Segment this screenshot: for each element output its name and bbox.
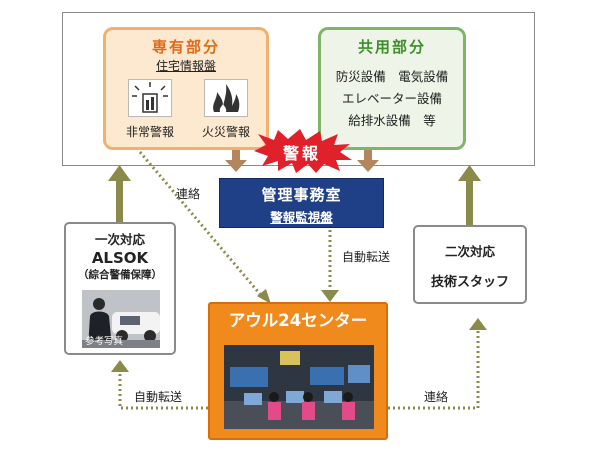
primary-response-box: 一次対応 ALSOK （綜合警備保障） 参考写真 [64,222,176,355]
secondary-response-title: 二次対応 [444,244,495,259]
alarm-label: 警報 [282,144,321,163]
contact-label-bottom: 連絡 [424,390,449,404]
contact-dotted-arrow [138,151,267,301]
common-area-line: 防災設備 電気設備 [335,69,449,84]
secondary-to-site-arrow [458,165,481,226]
alsok-label: ALSOK [91,249,149,267]
monitoring-room-photo [224,345,374,429]
primary-response-title: 一次対応 [94,232,145,247]
fire-alarm-label: 火災警報 [201,125,250,139]
exclusive-area-title: 専有部分 [151,38,220,56]
security-guard-photo: 参考写真 [82,290,160,348]
home-info-panel-label: 住宅情報盤 [155,59,216,73]
common-area-line: エレベーター設備 [341,91,442,106]
auto-transfer-label-mid: 自動転送 [342,250,391,264]
bottom-left-dotted-arrow [118,367,208,410]
management-office-title: 管理事務室 [261,186,342,204]
fire-alarm-icon [204,79,248,117]
alarm-burst: 警報 [248,128,356,174]
owl24-center-title: アウル24センター [228,311,368,330]
bottom-right-dotted-arrow [388,327,480,410]
technical-staff-label: 技術スタッフ [430,275,509,290]
common-area-title: 共用部分 [357,38,426,56]
contact-label-top: 連絡 [176,187,201,201]
alsok-company-label: （綜合警備保障） [78,269,162,281]
management-office-box: 管理事務室 警報監視盤 [219,178,384,228]
alarm-arrow-exclusive [225,150,247,172]
alarm-arrow-common [357,150,379,172]
secondary-response-box: 二次対応 技術スタッフ [413,225,527,304]
emergency-alarm-icon [128,79,172,117]
emergency-alarm-label: 非常警報 [125,125,174,139]
alarm-monitor-panel-label: 警報監視盤 [270,210,333,225]
primary-to-site-arrow [108,165,131,222]
exclusive-area-box: 専有部分 住宅情報盤 非常警報 火災警報 [103,27,269,150]
auto-transfer-label-bottom: 自動転送 [134,390,183,404]
common-area-box: 共用部分 防災設備 電気設備 エレベーター設備 給排水設備 等 [318,27,466,150]
reference-photo-caption: 参考写真 [85,336,124,347]
common-area-line: 給排水設備 等 [348,113,436,128]
